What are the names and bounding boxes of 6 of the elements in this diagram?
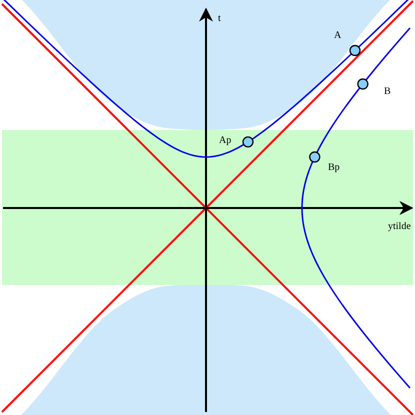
axis-or-point-label: t	[218, 14, 221, 24]
axis-or-point-label: B	[384, 87, 391, 97]
axis-or-point-label: A	[334, 31, 342, 41]
axis-or-point-label: ytilde	[388, 222, 411, 232]
axis-or-point-label: Ap	[219, 136, 232, 146]
axis-or-point-label: Bp	[328, 163, 340, 173]
